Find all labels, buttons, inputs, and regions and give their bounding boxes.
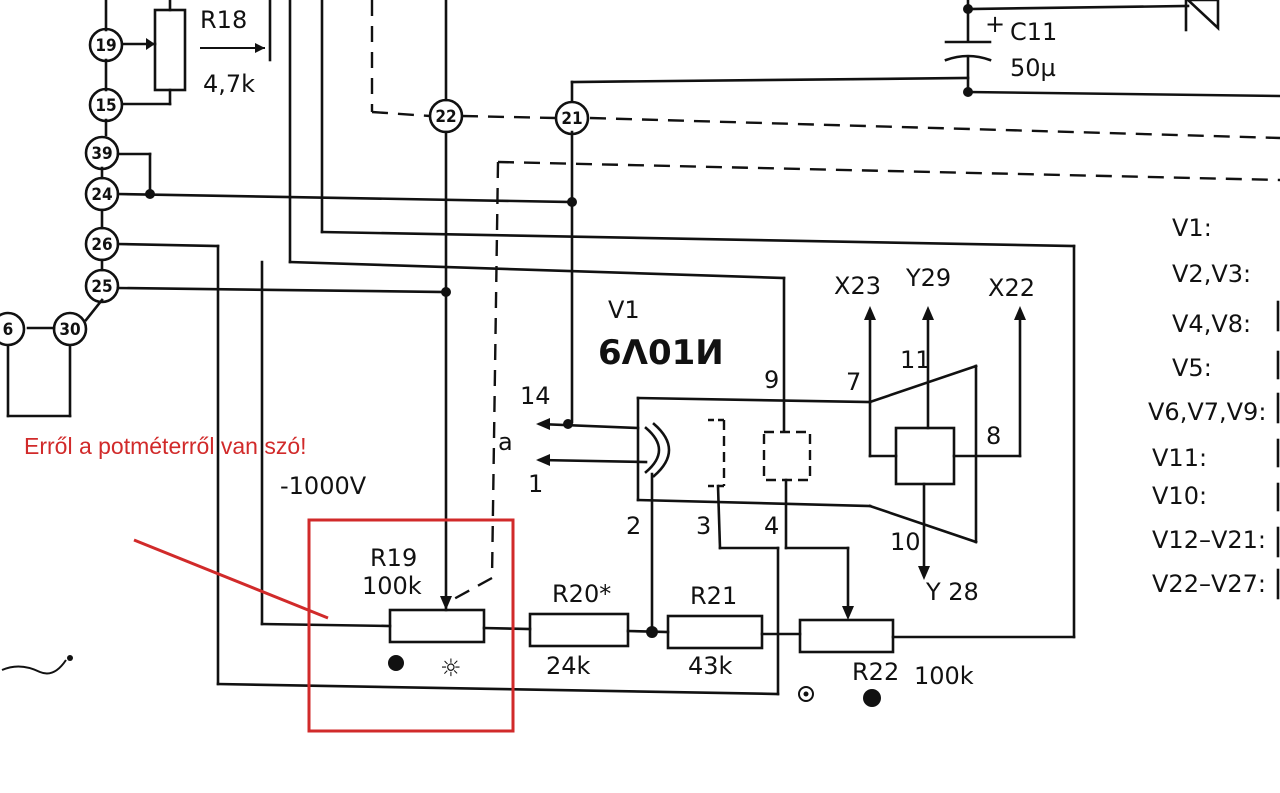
legend: V1: V2,V3: V4,V8: V5: V6,V7,V9: V11: V10… (1148, 214, 1280, 600)
svg-text:7: 7 (846, 368, 861, 396)
diode-icon (1184, 0, 1220, 32)
node-21: 21 (554, 100, 590, 136)
r20-resistor: R20* 24k (528, 580, 630, 680)
svg-text:43k: 43k (688, 652, 733, 680)
svg-text:3: 3 (696, 512, 711, 540)
svg-text:9: 9 (764, 366, 779, 394)
squiggle-mark (1, 659, 67, 675)
node-15: 15 (88, 87, 124, 123)
svg-text:X22: X22 (988, 274, 1035, 302)
svg-text:Y29: Y29 (905, 264, 951, 292)
svg-text:19: 19 (95, 36, 116, 56)
node-30: 30 (52, 311, 88, 347)
svg-text:4,7k: 4,7k (203, 70, 255, 98)
svg-text:6Λ01И: 6Λ01И (598, 333, 724, 373)
svg-text:V2,V3:: V2,V3: (1172, 260, 1251, 288)
svg-text:1: 1 (528, 470, 543, 498)
svg-text:V11:: V11: (1152, 444, 1207, 472)
svg-text:30: 30 (59, 320, 80, 340)
svg-text:4: 4 (764, 512, 779, 540)
svg-text:39: 39 (91, 144, 112, 164)
svg-text:V12–V21:: V12–V21: (1152, 526, 1266, 554)
svg-text:V1: V1 (608, 296, 640, 324)
annotation-arrow-line (133, 538, 329, 620)
node-22: 22 (428, 98, 464, 134)
svg-text:☼: ☼ (440, 654, 462, 682)
svg-text:100k: 100k (362, 572, 422, 600)
c11-capacitor: + C11 50µ (944, 10, 1057, 82)
v1-crt-tube: V1 6Λ01И (536, 296, 1026, 696)
svg-text:V22–V27:: V22–V27: (1152, 570, 1266, 598)
r21-resistor: R21 43k (666, 582, 764, 680)
voltage-label: -1000V (280, 472, 367, 500)
svg-text:21: 21 (561, 109, 582, 129)
node-26: 26 (84, 226, 120, 262)
svg-text:R18: R18 (200, 6, 247, 34)
svg-text:R21: R21 (690, 582, 737, 610)
node-6: 6 (0, 311, 26, 347)
r19-potentiometer: R19 100k ☼ (362, 544, 486, 682)
svg-text:V6,V7,V9:: V6,V7,V9: (1148, 398, 1266, 426)
svg-text:50µ: 50µ (1010, 54, 1056, 82)
svg-text:14: 14 (520, 382, 551, 410)
svg-text:V10:: V10: (1152, 482, 1207, 510)
annotation: Erről a potméterről van szó! (24, 433, 515, 733)
svg-text:V4,V8:: V4,V8: (1172, 310, 1251, 338)
svg-text:10: 10 (890, 528, 921, 556)
node-19: 19 (88, 27, 124, 63)
svg-text:+: + (985, 10, 1005, 38)
r22-potentiometer: R22 100k (798, 618, 974, 707)
svg-text:11: 11 (900, 346, 931, 374)
svg-text:26: 26 (91, 235, 112, 255)
svg-text:100k: 100k (914, 662, 974, 690)
resistor-chain (260, 260, 802, 636)
r18-resistor: R18 4,7k (153, 0, 265, 98)
svg-text:24k: 24k (546, 652, 591, 680)
node-24: 24 (84, 176, 120, 212)
svg-text:R22: R22 (852, 658, 899, 686)
svg-text:Y 28: Y 28 (925, 578, 979, 606)
svg-text:2: 2 (626, 512, 641, 540)
top-bus-lines (268, 0, 1280, 639)
annotation-text: Erről a potméterről van szó! (24, 433, 307, 459)
svg-text:X23: X23 (834, 272, 881, 300)
output-labels: X23 Y29 X22 Y 28 (834, 264, 1035, 606)
svg-text:6: 6 (3, 320, 14, 340)
svg-text:R20*: R20* (552, 580, 611, 608)
svg-text:V1:: V1: (1172, 214, 1212, 242)
svg-text:V5:: V5: (1172, 354, 1212, 382)
svg-text:R19: R19 (370, 544, 417, 572)
svg-text:C11: C11 (1010, 18, 1057, 46)
svg-text:8: 8 (986, 422, 1001, 450)
svg-text:24: 24 (91, 185, 112, 205)
svg-text:15: 15 (95, 96, 116, 116)
dashed-lines (370, 0, 1280, 602)
node-25: 25 (84, 268, 120, 304)
pin-labels: 14 1 a 2 3 4 7 8 9 10 11 (498, 346, 1001, 556)
svg-text:a: a (498, 428, 513, 456)
svg-text:22: 22 (435, 107, 456, 127)
node-39: 39 (84, 135, 120, 171)
svg-text:25: 25 (91, 277, 112, 297)
annotation-highlight-box (307, 518, 515, 733)
